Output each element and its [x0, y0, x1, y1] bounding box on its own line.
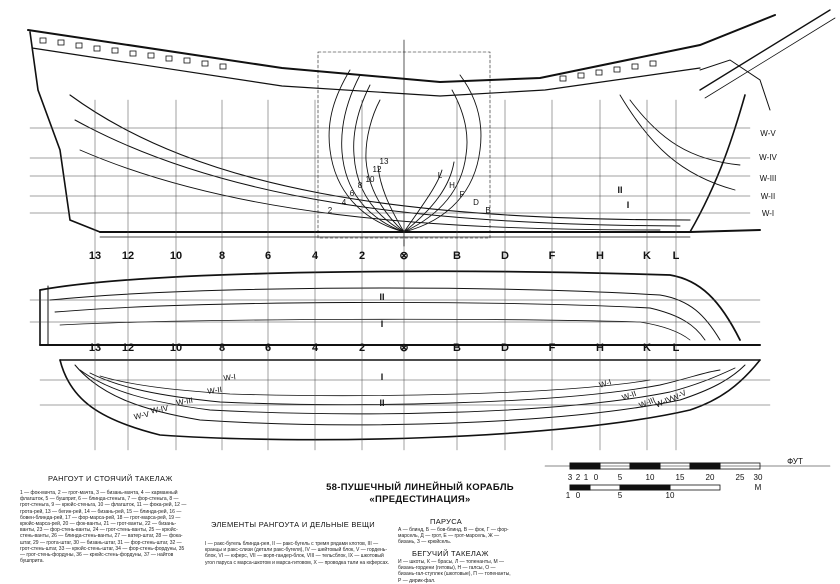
- feet-tick-label: 10: [646, 473, 655, 482]
- station-label: D: [501, 250, 509, 262]
- sails-text: А — блинд, Б — бов-блинд, В — фок, Г — ф…: [398, 527, 509, 546]
- waterline-label: W-III: [760, 174, 777, 183]
- station-label-lower: 8: [219, 342, 225, 354]
- station-labels-lower: 13 12 10 8 6 4 2 ⊗ B D F H K L: [89, 342, 680, 354]
- body-plan-sections: [328, 69, 482, 233]
- waterline-labels: W-V W-IV W-III W-II W-I: [759, 129, 777, 218]
- roman-label: I: [627, 200, 630, 210]
- station-label-lower: 13: [89, 342, 101, 354]
- section-letter-label: D: [473, 198, 479, 207]
- station-label: F: [549, 250, 556, 262]
- station-label: L: [673, 250, 680, 262]
- station-label-lower: F: [549, 342, 556, 354]
- plan-waterline-label-aft: W-I: [223, 372, 236, 383]
- plan-waterline-label-fore: W-V: [670, 388, 688, 403]
- plan-waterline-label-aft: W-V: [133, 409, 151, 421]
- section-letter-label: H: [449, 181, 455, 190]
- header-sails: ПАРУСА: [430, 517, 463, 526]
- section-number-label: 2: [328, 206, 333, 215]
- station-label-lower: 2: [359, 342, 365, 354]
- section-number-label: 8: [358, 181, 363, 190]
- station-label: 13: [89, 250, 101, 262]
- roman-label: II: [379, 292, 384, 302]
- station-label: 10: [170, 250, 182, 262]
- station-label: 12: [122, 250, 134, 262]
- section-number-label: 10: [366, 175, 375, 184]
- sheer-plan: [27, 9, 836, 247]
- station-label: H: [596, 250, 604, 262]
- meter-tick-label: 1: [566, 491, 571, 500]
- feet-tick-label: 15: [676, 473, 685, 482]
- feet-tick-label: 2: [576, 473, 581, 482]
- roman-label: I: [381, 372, 384, 382]
- station-label-lower: L: [673, 342, 680, 354]
- feet-tick-label: 0: [594, 473, 599, 482]
- gunports: [39, 37, 657, 82]
- feet-tick-label: 3: [568, 473, 573, 482]
- scale-bar: [544, 462, 831, 491]
- plan-waterline-label-aft: W-III: [176, 396, 194, 408]
- waterline-label: W-IV: [759, 153, 777, 162]
- plan-waterline-label-fore: W-I: [598, 377, 612, 389]
- section-letter-label: F: [460, 190, 465, 199]
- section-letter-label: L: [438, 171, 443, 180]
- title-line-2: «ПРЕДЕСТИНАЦИЯ»: [369, 494, 470, 505]
- roman-label: II: [617, 185, 622, 195]
- station-label-lower: 12: [122, 342, 134, 354]
- section-number-label: 13: [380, 157, 389, 166]
- station-labels: 13 12 10 8 6 4 2 ⊗ B D F H K L: [89, 250, 680, 262]
- feet-tick-label: 25: [736, 473, 745, 482]
- roman-label: I: [381, 319, 384, 329]
- station-label-lower: D: [501, 342, 509, 354]
- station-label: K: [643, 250, 651, 262]
- station-label: 2: [359, 250, 365, 262]
- meter-tick-label: 0: [576, 491, 581, 500]
- section-number-label: 4: [342, 198, 347, 207]
- station-label: ⊗: [399, 250, 408, 262]
- rigging-standing-text: 1 — фок-мачта, 2 — грот-мачта, 3 — бизан…: [20, 490, 187, 565]
- station-label-lower: 10: [170, 342, 182, 354]
- roman-label: II: [379, 398, 384, 408]
- section-letter-label: B: [485, 206, 490, 215]
- station-label: 6: [265, 250, 271, 262]
- feet-tick-label: 1: [584, 473, 589, 482]
- station-label-lower: B: [453, 342, 461, 354]
- header-running-rigging: БЕГУЧИЙ ТАКЕЛАЖ: [412, 549, 489, 558]
- feet-unit-label: ФУТ: [787, 457, 803, 466]
- station-label-lower: H: [596, 342, 604, 354]
- meter-tick-label: 10: [666, 491, 675, 500]
- station-label-lower: 4: [312, 342, 319, 354]
- waterline-label: W-I: [762, 209, 774, 218]
- station-lines: [94, 99, 677, 451]
- section-number-label: 6: [350, 189, 355, 198]
- spars-text: I — ракс-бугель блинда-рея, II — ракс-бу…: [205, 541, 390, 566]
- header-spars: ЭЛЕМЕНТЫ РАНГОУТА И ДЕЛЬНЫЕ ВЕЩИ: [210, 520, 376, 529]
- title-line-1: 58-ПУШЕЧНЫЙ ЛИНЕЙНЫЙ КОРАБЛЬ: [326, 481, 514, 493]
- plan-waterline-label-aft: W-IV: [150, 403, 170, 415]
- header-rigging-standing: РАНГОУТ И СТОЯЧИЙ ТАКЕЛАЖ: [48, 474, 173, 483]
- feet-tick-label: 20: [706, 473, 715, 482]
- waterline-label: W-II: [761, 192, 776, 201]
- station-label-lower: 6: [265, 342, 271, 354]
- waterline-label: W-V: [760, 129, 776, 138]
- station-label-lower: K: [643, 342, 651, 354]
- station-label-lower: ⊗: [399, 342, 408, 354]
- station-label: 4: [312, 250, 319, 262]
- feet-tick-label: 5: [618, 473, 623, 482]
- meter-unit-label: М: [755, 483, 762, 492]
- plan-waterline-label-aft: W-II: [207, 385, 223, 396]
- feet-tick-label: 30: [754, 473, 763, 482]
- half-breadth-plan: [29, 270, 761, 346]
- meter-tick-label: 5: [618, 491, 623, 500]
- running-rigging-text: И — шкоты, К — брасы, Л — топенанты, М —…: [398, 559, 511, 584]
- station-label: 8: [219, 250, 225, 262]
- section-number-label: 12: [373, 165, 382, 174]
- station-label: B: [453, 250, 461, 262]
